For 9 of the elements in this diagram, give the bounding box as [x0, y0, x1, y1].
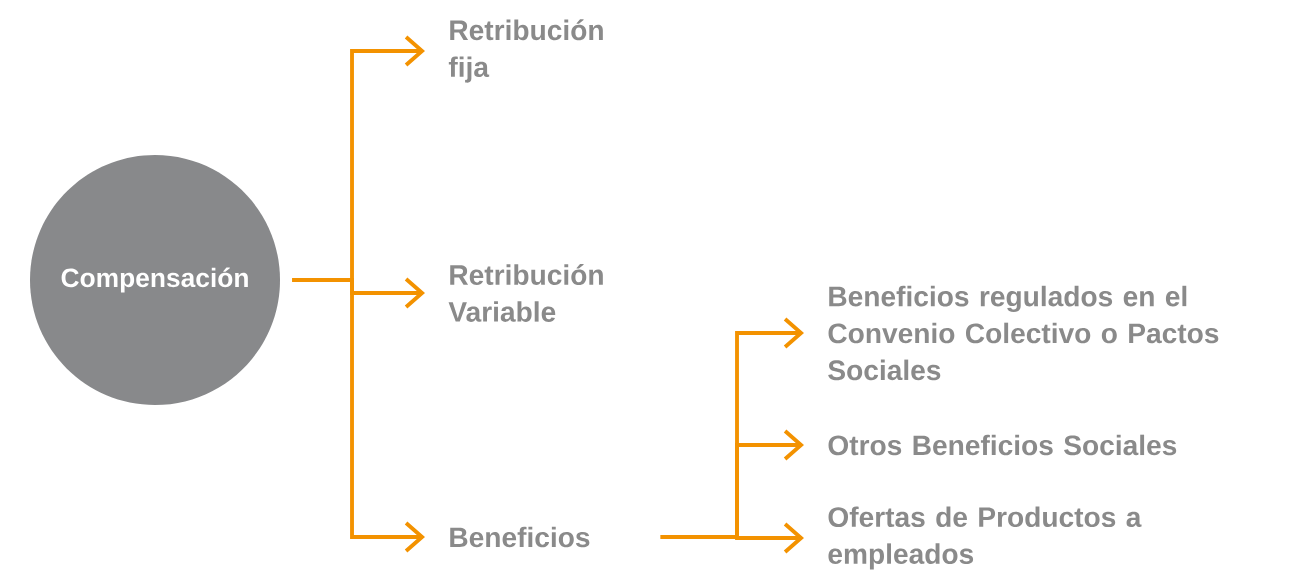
- text-label: Retribución fija: [448, 19, 603, 83]
- text-label: Retribución Variable: [448, 264, 603, 322]
- text-label: Otros Beneficios Sociales: [828, 434, 1177, 456]
- arrow: [292, 278, 425, 553]
- circle-node: Compensación: [30, 155, 280, 405]
- arrow: [660, 522, 804, 554]
- text-label: Ofertas de Productos a empleados: [828, 506, 1142, 570]
- text-label: Beneficios: [450, 526, 590, 548]
- text-label: Beneficios regulados en el Convenio Colectivo o Pactos Sociales: [828, 285, 1219, 381]
